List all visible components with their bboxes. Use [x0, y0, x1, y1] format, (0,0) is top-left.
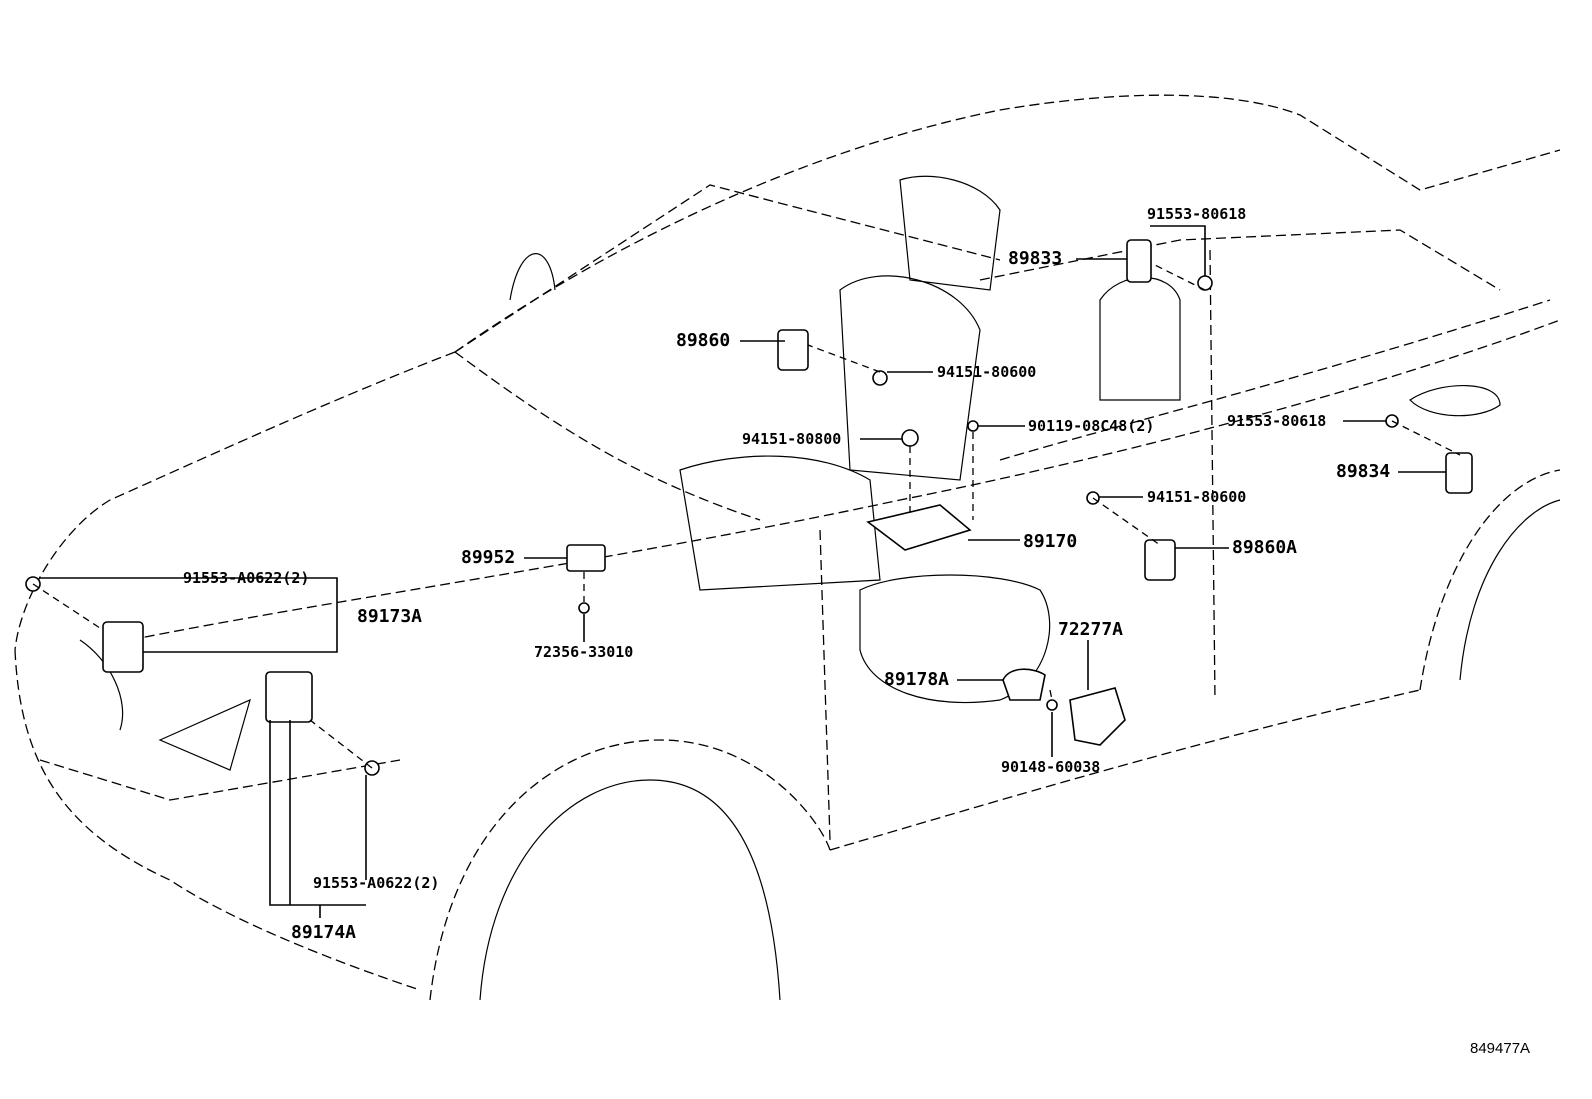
- sensor-89860a: [1144, 539, 1176, 581]
- part-label-89174A: 89174A: [291, 922, 357, 943]
- part-label-94151-80800: 94151-80800: [742, 430, 842, 448]
- sensor-89833: [1126, 239, 1152, 283]
- door-handle: [1409, 385, 1501, 417]
- nut-icon: [901, 429, 919, 447]
- leader-line: [40, 577, 338, 653]
- part-label-94151-80600: 94151-80600: [937, 363, 1037, 381]
- part-label-90119-08C48: 90119-08C48(2): [1028, 417, 1155, 435]
- leader-line: [1150, 225, 1206, 276]
- part-label-89170: 89170: [1023, 531, 1078, 552]
- part-label-91553-A0622: 91553-A0622(2): [313, 874, 440, 892]
- car-roof-outline: [454, 94, 1561, 353]
- sensor-89834: [1445, 452, 1473, 494]
- part-label-89834: 89834: [1336, 461, 1391, 482]
- leader-line: [269, 720, 366, 918]
- car-window-line: [979, 229, 1551, 461]
- part-label-89833: 89833: [1008, 248, 1063, 269]
- part-label-90148-60038: 90148-60038: [1001, 758, 1101, 776]
- part-label-91553-80618: 91553-80618: [1147, 205, 1247, 223]
- part-label-91553-80618: 91553-80618: [1227, 412, 1327, 430]
- part-label-72277A: 72277A: [1058, 619, 1124, 640]
- part-label-91553-A0622: 91553-A0622(2): [183, 569, 310, 587]
- car-front-bumper: [14, 649, 421, 991]
- part-label-89173A: 89173A: [357, 606, 423, 627]
- airbag-ecu-89170: [866, 504, 972, 551]
- part-label-72356-33010: 72356-33010: [534, 643, 634, 661]
- car-hood: [14, 351, 456, 651]
- screw-icon: [1046, 699, 1058, 711]
- alignment-line: [32, 264, 1461, 769]
- front-sensor-89174a: [265, 671, 313, 723]
- car-windshield: [454, 184, 1001, 521]
- sensor-89952: [566, 544, 606, 572]
- car-rear-wheel-arch: [1419, 469, 1561, 691]
- console: [679, 455, 881, 591]
- bracket-72277a: [1069, 687, 1126, 746]
- bolt-icon: [967, 420, 979, 432]
- car-side-line: [129, 319, 1561, 641]
- car-door-line: [819, 249, 1216, 841]
- car-front-wheel-arch: [429, 739, 831, 1001]
- bolt-icon: [872, 370, 888, 386]
- part-label-89178A: 89178A: [884, 669, 950, 690]
- sensor-89178a: [1002, 668, 1046, 701]
- headlamp: [79, 639, 251, 771]
- rear-seat-outline: [1099, 277, 1181, 401]
- part-label-89860A: 89860A: [1232, 537, 1298, 558]
- illustration-code: 849477A: [1470, 1040, 1531, 1057]
- clip-icon: [578, 602, 590, 614]
- car-rear-wheel: [1459, 499, 1561, 681]
- part-label-89860: 89860: [676, 330, 731, 351]
- car-front-wheel: [479, 779, 781, 1001]
- seat-outline: [839, 175, 1051, 704]
- car-sill: [829, 689, 1421, 851]
- sensor-89860: [777, 329, 809, 371]
- part-label-94151-80600: 94151-80600: [1147, 488, 1247, 506]
- front-sensor-89173a: [102, 621, 144, 673]
- part-label-89952: 89952: [461, 547, 516, 568]
- mirror: [509, 253, 556, 301]
